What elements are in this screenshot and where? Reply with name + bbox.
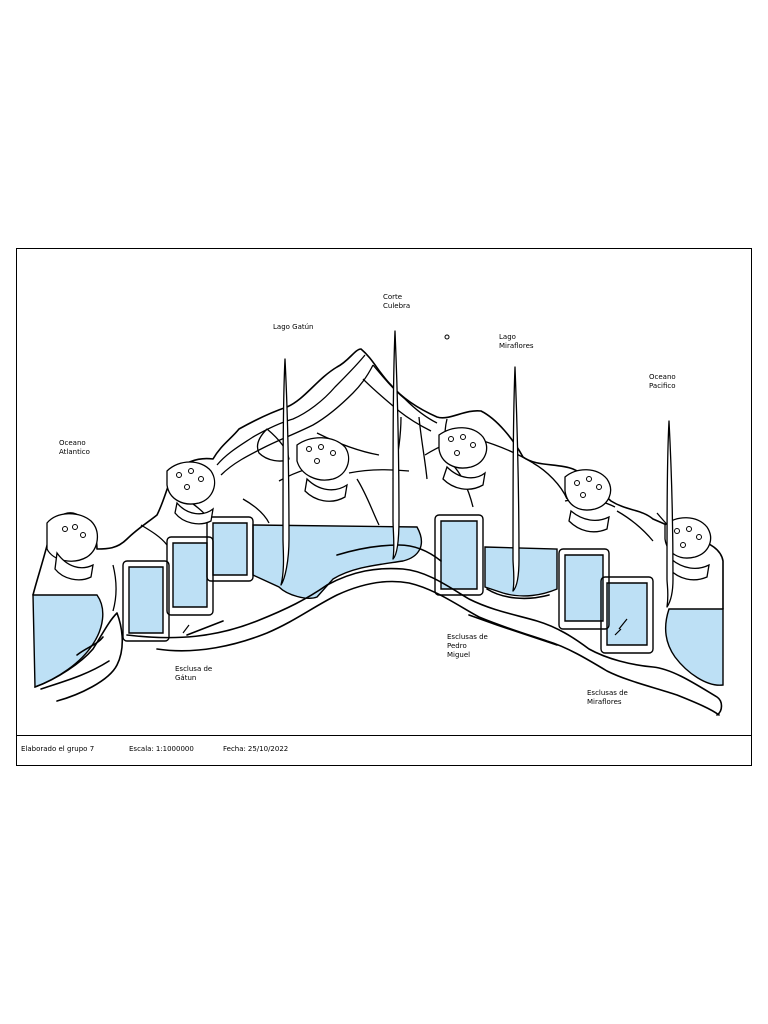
footer-escala-label: Escala: xyxy=(129,745,154,753)
label-esclusas-pedro-miguel: Esclusas de Pedro Miguel xyxy=(447,633,488,659)
gatun-lock-chamber-3 xyxy=(212,522,248,576)
footer-fecha: Fecha:25/10/2022 xyxy=(223,745,288,753)
footer-escala-value: 1:1000000 xyxy=(155,745,194,753)
miraflores-lock-2 xyxy=(606,582,648,646)
canal-map xyxy=(32,330,724,716)
label-lago-gatun: Lago Gatún xyxy=(273,323,314,331)
gatun-lock-chamber-2 xyxy=(172,542,208,608)
map-sheet: Oceano Atlantico Lago Gatún Corte Culebr… xyxy=(16,248,752,766)
pacific-ocean xyxy=(664,608,724,686)
footer-divider xyxy=(17,735,751,736)
footer-fecha-value: 25/10/2022 xyxy=(247,745,289,753)
label-oceano-atlantico: Oceano Atlantico xyxy=(59,439,90,456)
label-esclusa-gatun: Esclusa de Gátun xyxy=(175,665,213,682)
lake-miraflores xyxy=(484,546,558,597)
footer-elaborado: Elaborado el grupo 7 xyxy=(21,745,95,753)
footer-fecha-label: Fecha: xyxy=(223,745,246,753)
footer-escala: Escala:1:1000000 xyxy=(129,745,194,753)
label-oceano-pacifico: Oceano Pacifico xyxy=(649,373,676,390)
pedro-miguel-lock xyxy=(440,520,478,590)
atlantic-ocean xyxy=(32,594,104,688)
gatun-lock-chamber-1 xyxy=(128,566,164,634)
label-esclusas-miraflores: Esclusas de Miraflores xyxy=(587,689,628,706)
label-lago-miraflores: Lago Miraflores xyxy=(499,333,534,350)
miraflores-lock-1 xyxy=(564,554,604,622)
label-corte-culebra: Corte Culebra xyxy=(383,293,411,310)
